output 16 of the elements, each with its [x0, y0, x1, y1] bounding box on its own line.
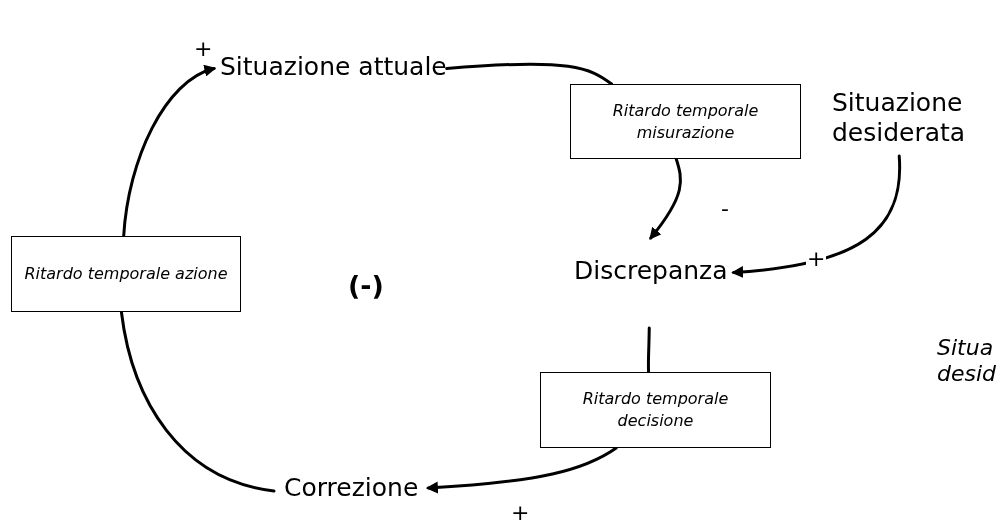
connector-line: [646, 326, 651, 374]
delay-box: Ritardo temporale misurazione: [570, 84, 801, 159]
arrow: [649, 157, 682, 240]
loop-polarity-label: (-): [348, 270, 384, 301]
delay-box: Ritardo temporale decisione: [540, 372, 771, 448]
note-text: Situa desid: [937, 335, 998, 388]
variable-label: Correzione: [284, 473, 419, 503]
connector-line: [445, 62, 614, 86]
variable-label: Discrepanza: [574, 256, 728, 286]
connector-line: [119, 310, 276, 493]
arrow: [731, 154, 902, 278]
variable-label: Situazione attuale: [220, 52, 447, 82]
delay-box: Ritardo temporale azione: [11, 236, 241, 312]
variable-label: Situazione desiderata: [832, 88, 972, 148]
arrow: [425, 446, 618, 494]
arrow: [122, 66, 217, 238]
